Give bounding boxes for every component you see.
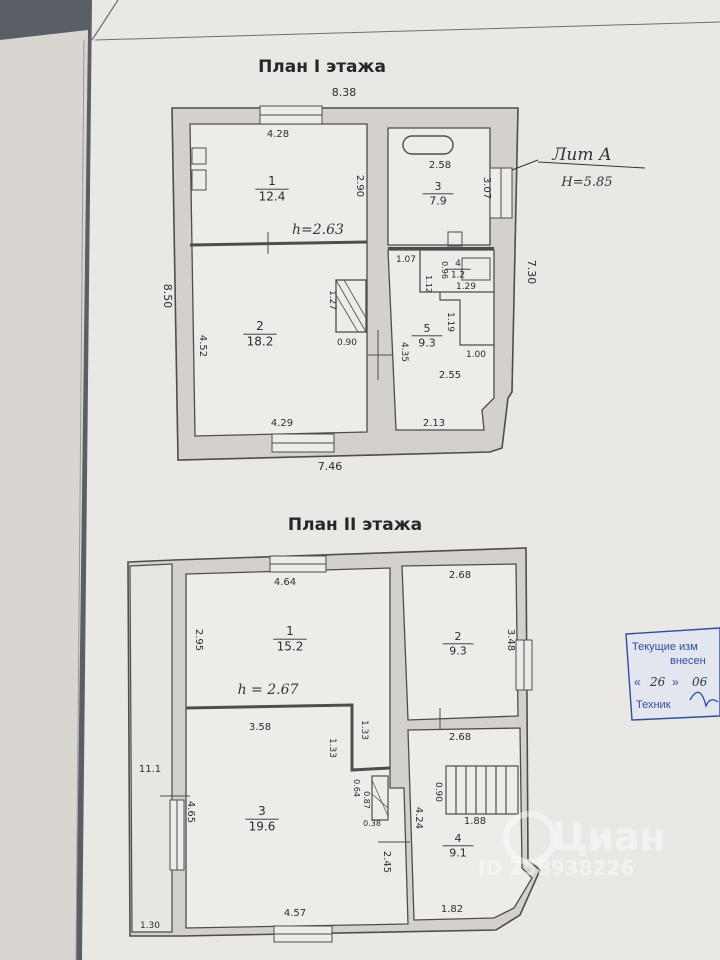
frame-corner (91, 0, 119, 41)
plan1-partition-3-5 (388, 247, 494, 250)
plan2-dim-4: 3.48 (505, 629, 516, 651)
plan2-staircase (445, 765, 519, 815)
plan1-dim-11: 0.90 (337, 338, 357, 348)
plan1-bath-walls (419, 250, 494, 293)
plan2-title: План II этажа (288, 515, 422, 535)
stamp-signature (689, 691, 719, 709)
approval-stamp: Текущие изм внесен « 26 » 06 Техник (625, 627, 720, 721)
plan1-room-5-number: 5 (424, 322, 431, 335)
plan2-chimney (371, 775, 389, 821)
plan1-dim-10: 4.52 (197, 335, 208, 357)
plan2-walls (127, 547, 541, 937)
stamp-line2: внесен (670, 655, 706, 667)
plan2-dim-19: 4.57 (284, 908, 306, 919)
plan1-title: План I этажа (258, 57, 386, 77)
plan2-dim-1: 4.64 (274, 577, 296, 588)
plan2-dim-13: 4.24 (413, 807, 424, 829)
plan1-windows (259, 105, 513, 453)
plan1-dim-15: 2.55 (439, 370, 461, 381)
stamp-day: 26 (649, 675, 666, 689)
svg-text:«: « (634, 675, 641, 689)
plan1-dim-5: 1.07 (396, 255, 416, 265)
plan2-room-1-number: 1 (286, 624, 294, 638)
plan1-walls (171, 107, 519, 461)
plan1-stair-nook (439, 292, 494, 346)
plan1-room-3-area: 7.9 (429, 194, 447, 207)
stamp-month: 06 (692, 675, 708, 689)
watermark-id: ID 258938226 (478, 856, 634, 880)
plan2-dim-20: 1.82 (441, 904, 463, 915)
plan2-room-3-number: 3 (258, 804, 266, 818)
plan1-room-2-area: 18.2 (247, 335, 274, 349)
binding-edge (75, 39, 85, 960)
stamp-role: Техник (636, 699, 671, 711)
plan1-dim-bottom: 7.46 (318, 460, 343, 473)
plan1-dim-top: 8.38 (332, 86, 357, 99)
plan1-dim-2: 2.90 (354, 175, 365, 197)
plan1-dim-right: 7.30 (525, 260, 538, 285)
plan1-toilet (447, 231, 463, 247)
plan2-dim-6: 1.33 (327, 738, 337, 758)
plan1-dim-8: 1.12 (424, 275, 433, 293)
frame-line (94, 21, 720, 41)
plan1-dim-12: 4.35 (399, 342, 409, 362)
plan1-dim-4: 3.07 (481, 177, 492, 199)
plan2-dim-15: 4.65 (185, 801, 196, 823)
plan2-dim-16: 1.88 (464, 816, 486, 827)
plan1-dim-13: 1.19 (445, 312, 455, 332)
stamp-line1: Текущие изм (632, 641, 698, 653)
plan2-dim-10: 0.64 (352, 779, 361, 797)
plan1-dim-1: 4.28 (267, 129, 289, 140)
plan2-room-4-number: 4 (455, 832, 462, 845)
plan1-room-1-area: 12.4 (259, 190, 286, 204)
plan2-dim-9: 11.1 (139, 764, 161, 775)
plan1-stove (335, 279, 367, 333)
cian-watermark: Циан ID 258938226 (478, 811, 666, 880)
plan1-dim-17: 2.13 (423, 418, 445, 429)
plan2-dim-7: 1.33 (359, 720, 369, 740)
plan1-dim-14: 1.00 (466, 350, 486, 360)
plan1-dim-6: 0.96 (440, 261, 449, 279)
watermark-brand: Циан (552, 815, 666, 859)
plan2-room-3-area: 19.6 (249, 820, 276, 834)
plan1-dim-7: 1.29 (456, 282, 476, 292)
plan1-room-3-number: 3 (435, 180, 442, 193)
left-page (0, 30, 88, 960)
plan2-room-4-area: 9.1 (449, 846, 467, 859)
plan2-ceiling: h = 2.67 (238, 682, 299, 698)
plan1-room-4-area: 1.2 (451, 271, 465, 281)
plan2-dim-8: 2.68 (449, 732, 471, 743)
plan2-room-2-area: 9.3 (449, 644, 467, 657)
plan2-dim-3: 2.68 (449, 570, 471, 581)
plan1-room-4-number: 4 (455, 259, 461, 269)
plan1-stove-top (191, 169, 207, 191)
plan1-dim-3: 2.58 (429, 160, 451, 171)
plan2-dim-18: 1.30 (140, 921, 160, 931)
plan2-windows (169, 555, 533, 943)
plan1-lit-height: H=5.85 (560, 175, 612, 190)
plan1-ceiling: h=2.63 (292, 222, 344, 238)
plan1-room-5-area: 9.3 (418, 336, 436, 349)
plan2-dim-14: 0.90 (433, 782, 443, 802)
plan2-partition-1-3 (185, 703, 391, 772)
plan2-dim-12: 0.38 (363, 819, 381, 828)
plan2-dim-2: 2.95 (193, 629, 204, 651)
plan1-room-2-number: 2 (256, 319, 264, 333)
plan2-dim-5: 3.58 (249, 722, 271, 733)
plan2-room-2-number: 2 (455, 630, 462, 643)
plan2-dim-17: 2.45 (381, 851, 392, 873)
plan2-dim-11: 0.87 (362, 791, 371, 809)
plan1-dim-16: 4.29 (271, 418, 293, 429)
plan1-dim-left: 8.50 (161, 284, 174, 309)
plan1-sink (191, 147, 207, 165)
svg-text:»: » (672, 675, 679, 689)
plan1-partition-1-2 (189, 240, 368, 247)
plan1-room-1-number: 1 (268, 174, 276, 188)
plan1-lit-label: Лит А (551, 145, 612, 165)
plan1-dim-9: 1.27 (327, 290, 337, 310)
plan1-bathtub (402, 135, 454, 155)
plan2-room-1-area: 15.2 (277, 640, 304, 654)
